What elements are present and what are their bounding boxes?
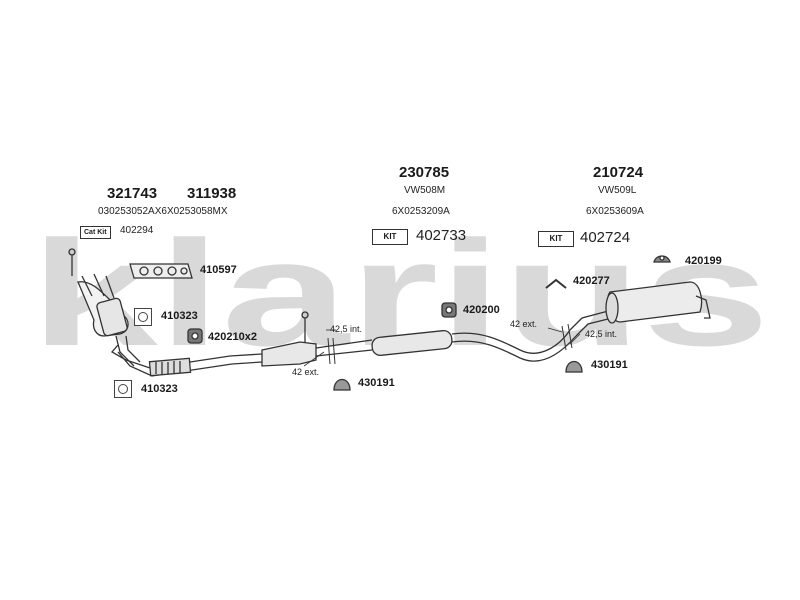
rear-model-code: VW509L xyxy=(598,185,637,196)
hanger-430191-right xyxy=(565,360,583,373)
rear-kit-badge: KIT xyxy=(538,231,574,247)
manifold-catalyst xyxy=(68,248,141,367)
rear-oe-code: 6X0253609A xyxy=(586,206,644,217)
cat-kit-badge: Cat Kit xyxy=(80,226,111,239)
hanger-420210 xyxy=(187,328,203,344)
note-42-5-int-rear: 42,5 int. xyxy=(585,329,618,339)
note-42-5-int-middle: 42,5 int. xyxy=(330,324,363,334)
front-pipe xyxy=(110,341,317,377)
hanger-420200 xyxy=(441,302,457,318)
part-number-321743: 321743 xyxy=(107,185,158,202)
middle-kit-number: 402733 xyxy=(416,227,467,244)
part-label-420210: 420210x2 xyxy=(208,331,257,343)
clamp-box-icon-bottom xyxy=(114,380,132,398)
part-label-410323-bottom: 410323 xyxy=(141,383,178,395)
part-label-420200: 420200 xyxy=(463,304,500,316)
cat-kit-number: 402294 xyxy=(120,225,154,236)
part-label-430191-right: 430191 xyxy=(591,359,628,371)
middle-kit-badge: KIT xyxy=(372,229,408,245)
note-42-ext-rear: 42 ext. xyxy=(510,319,538,329)
part-number-311938: 311938 xyxy=(187,185,237,202)
part-label-420277: 420277 xyxy=(573,275,610,287)
hanger-430191-left xyxy=(333,378,351,391)
note-42-ext-front: 42 ext. xyxy=(292,367,320,377)
rear-kit-number: 402724 xyxy=(580,229,631,246)
part-number-210724: 210724 xyxy=(593,164,644,181)
hanger-420199 xyxy=(653,255,671,263)
gasket-410597 xyxy=(129,263,193,279)
middle-silencer xyxy=(315,329,577,362)
part-label-410323-top: 410323 xyxy=(161,310,198,322)
part-number-230785: 230785 xyxy=(399,164,450,181)
part-label-430191-left: 430191 xyxy=(358,377,395,389)
part-label-410597: 410597 xyxy=(200,264,237,276)
part-label-420199: 420199 xyxy=(685,255,722,267)
middle-model-code: VW508M xyxy=(404,185,446,196)
front-oe-codes: 030253052AX6X0253058MX xyxy=(98,206,228,217)
bracket-420277 xyxy=(545,278,567,289)
clamp-box-icon-top xyxy=(134,308,152,326)
rear-silencer xyxy=(569,281,711,337)
middle-oe-code: 6X0253209A xyxy=(392,206,450,217)
